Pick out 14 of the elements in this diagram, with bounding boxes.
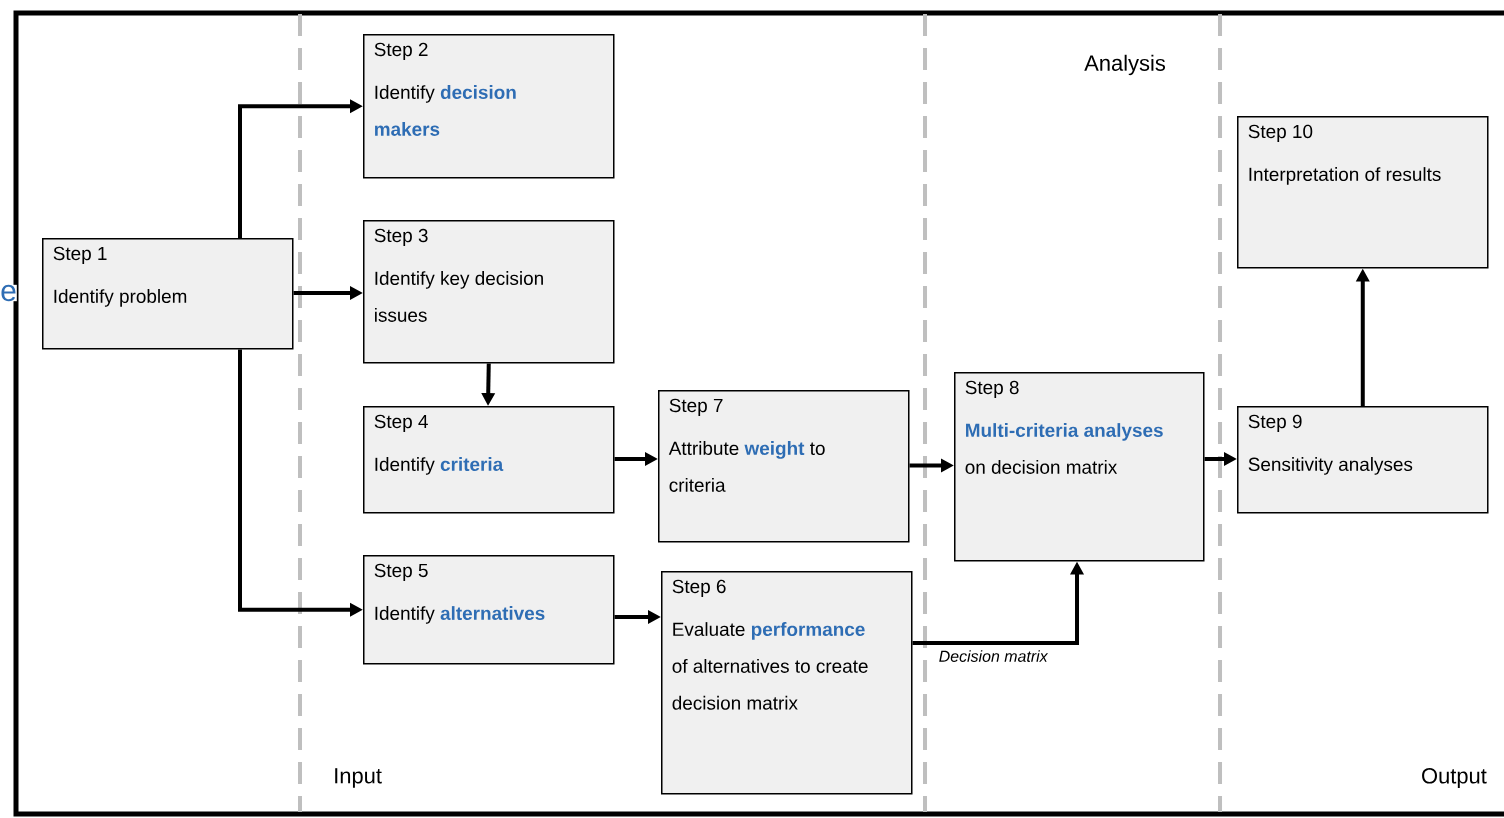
- section-heading: Output: [1422, 768, 1487, 788]
- step-box: Step 2 Identify decision makers: [363, 34, 615, 179]
- step-box: Step 7 Attribute weight to criteria: [658, 390, 910, 543]
- step-box: Step 4 Identify criteria: [363, 406, 615, 514]
- section-heading: Input: [335, 768, 382, 788]
- step-box: Step 1 Identify problem: [42, 238, 294, 350]
- step-box: Step 6 Evaluate performance of alternatives to create decision matrix: [661, 571, 913, 795]
- step-box: Step 8 Multi-criteria analyses on decision matrix: [954, 372, 1205, 562]
- step-box: Step 3 Identify key decision issues: [363, 220, 615, 364]
- step-box: Step 9 Sensitivity analyses: [1237, 406, 1489, 514]
- step-box: Step 10 Interpretation of results: [1237, 116, 1489, 269]
- section-heading: Analysis: [1084, 54, 1165, 76]
- edge-label: Decision matrix: [939, 650, 1049, 662]
- step-box: Step 5 Identify alternatives: [363, 555, 615, 665]
